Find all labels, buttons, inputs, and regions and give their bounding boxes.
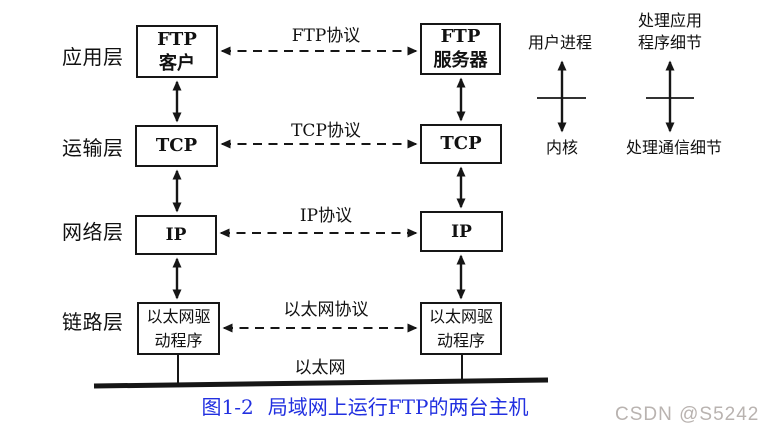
box-ip-right-label: IP — [451, 221, 472, 242]
box-ftp-client: FTP 客户 — [136, 25, 218, 78]
box-ethernet-driver-right-line2: 动程序 — [436, 330, 485, 350]
layer-label-network: 网络层 — [62, 220, 124, 244]
protocol-label-tcp: TCP协议 — [291, 121, 361, 141]
ethernet-bus-line — [93, 377, 549, 389]
layer-label-transport: 运输层 — [62, 136, 124, 160]
app-details-line1: 处理应用 — [637, 11, 702, 30]
box-ip-right: IP — [420, 211, 503, 252]
protocol-label-ftp: FTP协议 — [291, 26, 361, 46]
figure-caption-number: 图1-2 — [201, 395, 254, 419]
box-ethernet-driver-left-line2: 动程序 — [154, 330, 203, 350]
box-ftp-client-line2: 客户 — [159, 52, 195, 74]
csdn-watermark: CSDN @S5242 — [615, 404, 760, 425]
box-ethernet-driver-left-line1: 以太网驱 — [146, 306, 211, 326]
layer-label-application: 应用层 — [62, 45, 124, 69]
box-tcp-left-label: TCP — [155, 135, 198, 156]
user-process-label: 用户进程 — [527, 33, 592, 52]
box-ethernet-driver-right: 以太网驱 动程序 — [420, 302, 502, 355]
box-ip-left-label: IP — [165, 225, 187, 245]
box-tcp-right-label: TCP — [440, 133, 482, 154]
figure-caption-title: 局域网上运行FTP的两台主机 — [267, 395, 529, 419]
box-tcp-right: TCP — [420, 124, 502, 164]
app-details-line2: 程序细节 — [637, 33, 702, 52]
comm-details-label: 处理通信细节 — [625, 138, 722, 157]
box-ftp-server-line2: 服务器 — [433, 50, 488, 71]
kernel-label: 内核 — [545, 138, 578, 157]
figure-caption: 图1-2 局域网上运行FTP的两台主机 — [150, 396, 580, 418]
ethernet-label: 以太网 — [294, 358, 346, 378]
box-ip-left: IP — [135, 215, 217, 255]
box-ftp-server-line1: FTP — [440, 26, 481, 47]
box-ftp-server: FTP 服务器 — [420, 23, 501, 75]
layer-label-link: 链路层 — [62, 310, 124, 334]
box-ethernet-driver-right-line1: 以太网驱 — [428, 306, 493, 326]
protocol-label-ethernet: 以太网协议 — [283, 300, 369, 320]
app-details-label: 处理应用 程序细节 — [630, 10, 710, 54]
box-ftp-client-line1: FTP — [157, 28, 197, 50]
box-ethernet-driver-left: 以太网驱 动程序 — [137, 302, 220, 355]
box-tcp-left: TCP — [135, 125, 218, 167]
protocol-label-ip: IP协议 — [299, 206, 353, 226]
